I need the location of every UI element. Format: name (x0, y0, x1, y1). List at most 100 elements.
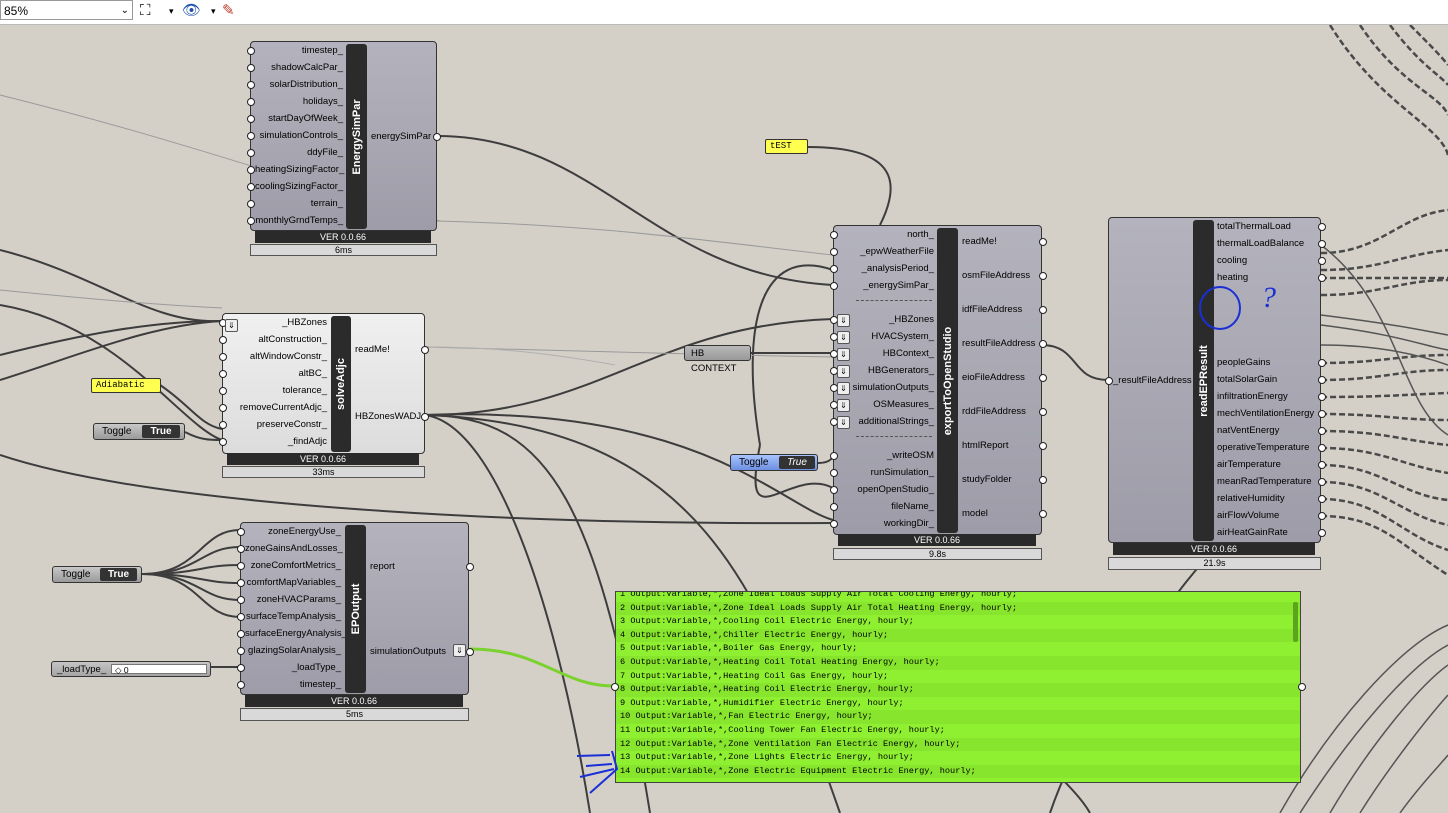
zoom-dropdown[interactable]: 85%⌄ (0, 0, 133, 20)
input-pin[interactable] (247, 132, 255, 140)
output-pin[interactable] (1039, 272, 1047, 280)
flatten-arrow-icon[interactable]: ⇓ (837, 314, 850, 327)
input-pin[interactable] (247, 64, 255, 72)
input-pin[interactable] (830, 486, 838, 494)
readepresult-component[interactable]: _resultFileAddress readEPResult totalThe… (1105, 217, 1326, 543)
input-pin[interactable] (247, 115, 255, 123)
flatten-arrow-icon[interactable]: ⇓ (837, 382, 850, 395)
panel-input-pin[interactable] (611, 683, 619, 691)
input-pin[interactable] (237, 528, 245, 536)
input-pin[interactable] (247, 166, 255, 174)
input-pin[interactable] (219, 404, 227, 412)
output-pin[interactable] (1318, 444, 1326, 452)
input-pin[interactable] (247, 200, 255, 208)
input-pin[interactable] (237, 630, 245, 638)
input-pin[interactable] (830, 282, 838, 290)
output-pin[interactable] (1318, 427, 1326, 435)
input-pin[interactable] (830, 520, 838, 528)
preview-eye-icon[interactable]: 👁 (182, 2, 202, 19)
hb-context-param[interactable]: HB CONTEXT (684, 345, 751, 374)
input-pin[interactable] (1105, 377, 1113, 385)
input-pin[interactable] (219, 336, 227, 344)
test-panel[interactable]: tEST (765, 139, 808, 154)
output-pin[interactable] (1318, 223, 1326, 231)
input-pin[interactable] (247, 217, 255, 225)
input-pin[interactable] (237, 562, 245, 570)
loadtype-slider[interactable]: _loadType_ ◇ 0 (51, 661, 211, 677)
output-pin[interactable] (1039, 306, 1047, 314)
input-pin[interactable] (219, 370, 227, 378)
input-pin[interactable] (830, 231, 838, 239)
output-pin[interactable] (1039, 476, 1047, 484)
input-pin[interactable] (237, 596, 245, 604)
output-pin[interactable] (1318, 478, 1326, 486)
input-pin[interactable] (237, 613, 245, 621)
output-pin[interactable] (1039, 238, 1047, 246)
output-pin[interactable] (1039, 442, 1047, 450)
output-pin[interactable] (1318, 240, 1326, 248)
flatten-arrow-icon[interactable]: ⇓ (837, 416, 850, 429)
input-pin[interactable] (219, 353, 227, 361)
flatten-arrow-icon[interactable]: ⇓ (453, 644, 466, 657)
simulation-outputs-panel[interactable]: 1 Output:Variable,*,Zone Ideal Loads Sup… (615, 591, 1301, 783)
sketch-brush-icon[interactable]: ✎ (222, 2, 235, 19)
flatten-arrow-icon[interactable]: ⇓ (837, 365, 850, 378)
output-pin[interactable] (421, 346, 429, 354)
output-pin[interactable] (1318, 376, 1326, 384)
flatten-arrow-icon[interactable]: ⇓ (837, 331, 850, 344)
input-pin[interactable] (247, 149, 255, 157)
toggle-epoutput[interactable]: Toggle True (52, 566, 142, 583)
output-pin[interactable] (1318, 512, 1326, 520)
input-pin[interactable] (830, 503, 838, 511)
input-pin[interactable] (219, 421, 227, 429)
panel-output-pin[interactable] (1298, 683, 1306, 691)
input-pin[interactable] (237, 579, 245, 587)
input-pin[interactable] (247, 183, 255, 191)
output-pin[interactable] (466, 648, 474, 656)
output-pin[interactable] (1039, 374, 1047, 382)
zoom-extents-icon[interactable]: ⛶ (140, 2, 151, 19)
output-pin[interactable] (1318, 410, 1326, 418)
input-pin[interactable] (830, 469, 838, 477)
flatten-arrow-icon[interactable]: ⇓ (837, 348, 850, 361)
chevron-down-icon[interactable]: ▾ (211, 6, 216, 16)
input-pin[interactable] (237, 664, 245, 672)
input-pin[interactable] (830, 248, 838, 256)
output-pin[interactable] (1039, 510, 1047, 518)
output-pin[interactable] (433, 133, 441, 141)
output-pin[interactable] (1318, 461, 1326, 469)
input-pin[interactable] (247, 98, 255, 106)
exporttoopenstudio-component[interactable]: north__epwWeatherFile_analysisPeriod__en… (830, 225, 1047, 535)
input-pin[interactable] (247, 47, 255, 55)
output-pin[interactable] (1318, 274, 1326, 282)
toggle-writeosm[interactable]: Toggle True (730, 454, 818, 471)
output-pin[interactable] (1318, 495, 1326, 503)
adiabatic-panel[interactable]: Adiabatic (91, 378, 161, 393)
input-pin[interactable] (237, 681, 245, 689)
output-pin[interactable] (1039, 408, 1047, 416)
input-pin[interactable] (830, 265, 838, 273)
input-pin[interactable] (219, 438, 227, 446)
energysimpar-component[interactable]: timestep_shadowCalcPar_solarDistribution… (247, 41, 441, 231)
epoutput-component[interactable]: zoneEnergyUse_zoneGainsAndLosses_zoneCom… (237, 522, 474, 695)
chevron-down-icon[interactable]: ▾ (169, 6, 174, 16)
output-pin[interactable] (1318, 257, 1326, 265)
input-pin[interactable] (237, 647, 245, 655)
panel-scrollbar[interactable] (1293, 602, 1298, 642)
output-pin[interactable] (1318, 529, 1326, 537)
output-pin[interactable] (421, 413, 429, 421)
input-pin[interactable] (219, 387, 227, 395)
output-pin[interactable] (1039, 340, 1047, 348)
slider-track[interactable]: ◇ 0 (111, 664, 207, 675)
input-pin[interactable] (247, 81, 255, 89)
grasshopper-canvas[interactable]: timestep_shadowCalcPar_solarDistribution… (0, 25, 1448, 813)
toggle-findadjc[interactable]: Toggle True (93, 423, 185, 440)
output-pin[interactable] (1318, 359, 1326, 367)
output-pin[interactable] (466, 563, 474, 571)
input-pin[interactable] (237, 545, 245, 553)
input-pin[interactable] (830, 452, 838, 460)
flatten-arrow-icon[interactable]: ⇓ (837, 399, 850, 412)
flatten-arrow-icon[interactable]: ⇓ (225, 319, 238, 332)
output-pin[interactable] (1318, 393, 1326, 401)
